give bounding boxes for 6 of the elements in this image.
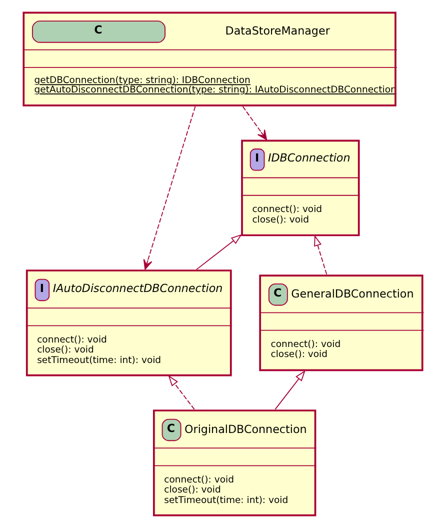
arrow [242, 106, 268, 140]
arrow [168, 375, 195, 410]
arrow [314, 234, 328, 275]
arrow [143, 106, 196, 270]
arrow [274, 370, 306, 410]
arrow [196, 234, 242, 270]
